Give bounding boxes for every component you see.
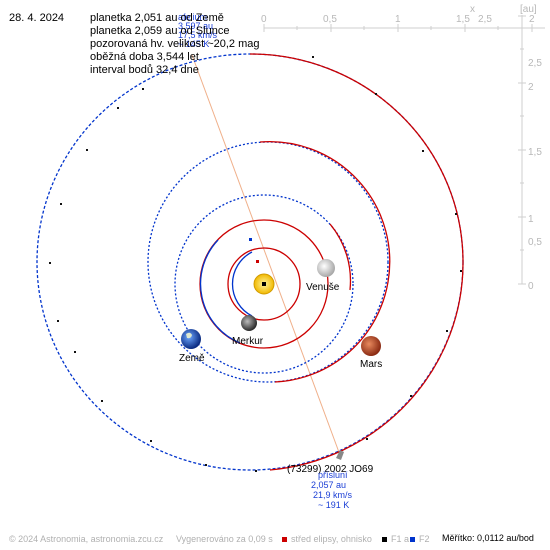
mercury-icon <box>241 315 257 331</box>
x-tick-label: 0,5 <box>323 14 337 25</box>
earth-land <box>186 332 192 339</box>
footer-scale: Měřítko: 0,0112 au/bod <box>442 533 534 543</box>
info-magnitude: pozorovaná hv. velikost ~20,2 mag <box>90 38 260 50</box>
y-tick-label: 1,5 <box>528 147 542 158</box>
asteroid-orbit-red <box>249 53 464 471</box>
top-vector-line-3: 17,5 km/s <box>178 30 218 40</box>
footer-copyright: © 2024 Astronomia, astronomia.zcu.cz <box>9 534 164 544</box>
mercury-orbit-blue <box>231 251 253 317</box>
asteroid-icon <box>336 450 344 460</box>
bottom-vector-line-3: 21,9 km/s <box>313 490 353 500</box>
x-tick-label: 2,5 <box>478 14 492 25</box>
info-distance-sun: planetka 2,059 au od Slunce <box>90 25 230 37</box>
y-tick-label: 0 <box>528 281 534 292</box>
mars-icon <box>361 336 381 356</box>
earth-label: Země <box>179 353 205 364</box>
top-vector-line-4: ~ 145 K <box>178 39 209 49</box>
legend-center-marker <box>282 537 287 542</box>
legend-f1-marker <box>382 537 387 542</box>
bottom-vector-line-1: přísluní <box>318 470 348 480</box>
asteroid-orbit-points <box>49 56 462 472</box>
asteroid-orbit-blue <box>36 53 464 471</box>
x-tick-label: 2 <box>529 14 535 25</box>
info-period: oběžná doba 3,544 let <box>90 51 199 63</box>
x-tick-label: 0 <box>261 14 267 25</box>
ellipse-center-marker <box>256 260 259 263</box>
legend-f2-label: F2 <box>419 534 430 544</box>
legend-center-label: střed elipsy, ohnisko <box>291 534 372 544</box>
legend-f1-label: F1 a <box>391 534 410 544</box>
y-tick-label: 2 <box>528 82 534 93</box>
earth-orbit-red-arc <box>329 223 352 291</box>
footer-generated: Vygenerováno za 0,09 s <box>176 534 273 544</box>
sun-focus-marker <box>262 282 266 286</box>
x-tick-label: 1 <box>395 14 401 25</box>
top-vector-line-1: afelium <box>178 12 207 22</box>
axis-unit-label: [au] <box>520 4 537 15</box>
earth-icon <box>181 329 201 349</box>
y-tick-label: 1 <box>528 214 534 225</box>
top-vector-line-2: 3,597 au <box>178 21 213 31</box>
y-tick-label: 0,5 <box>528 237 542 248</box>
earth-orbit <box>174 194 354 374</box>
info-interval: interval bodů 32,4 dne <box>90 64 199 76</box>
axis-x-label: x <box>470 4 475 15</box>
axis-top <box>263 24 545 32</box>
date-label: 28. 4. 2024 <box>9 12 65 24</box>
x-tick-label: 1,5 <box>456 14 470 25</box>
venus-label: Venuše <box>306 282 340 293</box>
mercury-label: Merkur <box>232 336 264 347</box>
legend-f2-marker <box>410 537 415 542</box>
bottom-vector-line-2: 2,057 au <box>311 480 346 490</box>
mars-label: Mars <box>360 359 382 370</box>
earth-asteroid-line <box>191 54 341 456</box>
venus-icon <box>317 259 335 277</box>
mercury-orbit-red <box>227 247 301 321</box>
asteroid-name-label: (73299) 2002 JO69 <box>287 464 374 475</box>
focus-marker <box>249 238 252 241</box>
bottom-vector-line-4: ~ 191 K <box>318 500 349 510</box>
info-distance-earth: planetka 2,051 au od Země <box>90 12 224 24</box>
y-tick-label: 2,5 <box>528 58 542 69</box>
axis-right <box>518 15 526 285</box>
mars-orbit-red-arc <box>259 140 391 383</box>
venus-orbit-blue <box>199 239 241 344</box>
